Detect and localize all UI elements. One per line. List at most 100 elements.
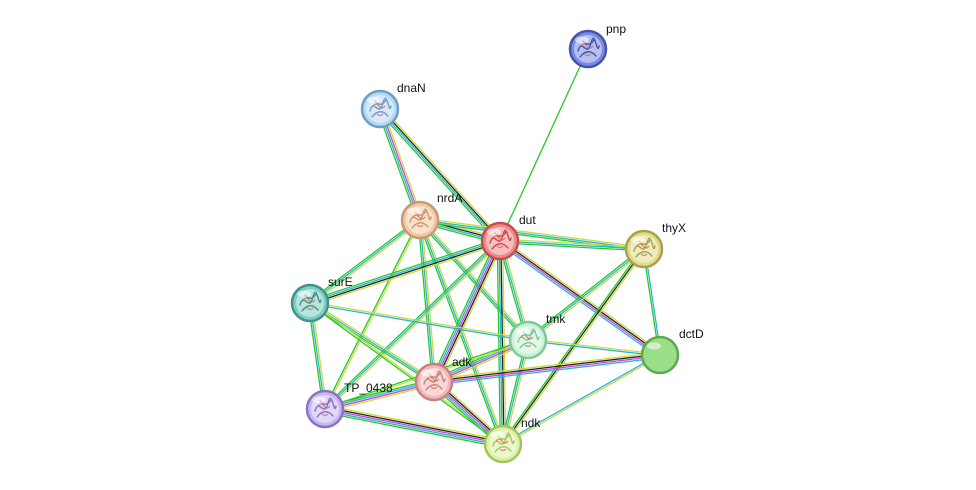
- node-label: nrdA: [437, 191, 462, 205]
- edge-line-neighborhood: [308, 237, 500, 302]
- node-dut[interactable]: dut: [480, 213, 536, 261]
- node-label: thyX: [662, 221, 686, 235]
- edge-line-neighborhood: [418, 220, 528, 342]
- protein-structure-detail-icon: [580, 43, 594, 57]
- node-label: adk: [452, 355, 472, 369]
- node-gloss: [575, 36, 589, 44]
- edge-line-neighborhood: [430, 239, 498, 381]
- edge-line-experiments: [433, 240, 501, 383]
- edge-line-textmining: [325, 404, 504, 442]
- protein-structure-detail-icon: [520, 334, 534, 348]
- edge-line-experiments: [499, 241, 660, 357]
- edge-line-coexpression: [435, 241, 503, 384]
- protein-structure-detail-icon: [492, 235, 506, 249]
- edge-dut-pnp[interactable]: [499, 48, 589, 242]
- node-label: tmk: [546, 312, 566, 326]
- edge-nrdA-surE[interactable]: [308, 218, 422, 305]
- node-surE[interactable]: surE: [290, 275, 353, 323]
- edge-line-textmining: [421, 219, 506, 444]
- node-ndk[interactable]: ndk: [483, 416, 541, 464]
- node-gloss: [631, 236, 645, 244]
- edge-dut-ndk[interactable]: [496, 240, 507, 445]
- edge-line-neighborhood: [323, 239, 500, 409]
- node-label: dctD: [679, 327, 704, 341]
- node-label: dut: [519, 213, 536, 227]
- edge-line-textmining: [528, 249, 646, 342]
- node-gloss: [515, 327, 529, 335]
- node-gloss: [487, 228, 501, 236]
- edge-TP_0438-ndk[interactable]: [324, 404, 504, 449]
- edge-line-textmining: [310, 301, 529, 340]
- node-gloss: [312, 396, 326, 404]
- edge-line-neighborhood: [309, 303, 503, 446]
- edge-nrdA-tmk[interactable]: [418, 218, 530, 342]
- edge-line-databases: [309, 219, 421, 304]
- edge-line-experiments: [380, 108, 422, 220]
- edge-line-databases: [527, 248, 645, 341]
- edge-line-textmining: [325, 241, 502, 411]
- edge-surE-tmk[interactable]: [309, 301, 529, 342]
- edge-nrdA-adk[interactable]: [417, 219, 437, 383]
- node-TP_0438[interactable]: TP_0438: [305, 381, 393, 429]
- node-gloss: [490, 431, 504, 439]
- edge-nrdA-thyX[interactable]: [419, 217, 645, 252]
- edge-surE-adk[interactable]: [308, 300, 436, 385]
- edge-dut-adk[interactable]: [430, 239, 504, 384]
- edge-dut-TP_0438[interactable]: [323, 239, 502, 411]
- node-adk[interactable]: adk: [414, 355, 472, 402]
- edge-line-neighborhood: [499, 242, 644, 252]
- protein-structure-detail-icon: [412, 214, 426, 228]
- node-pnp[interactable]: pnp: [568, 22, 626, 69]
- edge-line-databases: [434, 357, 661, 386]
- edge-dut-thyX[interactable]: [499, 238, 645, 252]
- edge-line-databases: [431, 239, 499, 382]
- node-label: dnaN: [397, 81, 426, 95]
- edge-line-neighborhood: [308, 218, 420, 303]
- node-gloss: [367, 96, 381, 104]
- edge-line-textmining: [310, 220, 422, 305]
- edge-line-databases: [378, 109, 420, 221]
- edge-line-coexpression: [500, 240, 505, 444]
- edge-line-databases: [309, 239, 500, 303]
- edge-line-databases: [419, 219, 645, 250]
- edge-line-textmining: [502, 240, 507, 444]
- edge-line-neighborhood: [376, 109, 419, 222]
- edge-line-databases: [499, 240, 645, 250]
- node-gloss: [647, 342, 661, 350]
- node-thyX[interactable]: thyX: [624, 221, 686, 269]
- edge-line-textmining: [310, 242, 502, 307]
- edge-line-textmining: [420, 218, 530, 340]
- edge-line-databases: [419, 219, 435, 383]
- edge-line-neighborhood: [324, 411, 503, 449]
- edge-dnaN-dut[interactable]: [377, 106, 503, 244]
- node-gloss: [407, 207, 421, 215]
- edge-dnaN-nrdA[interactable]: [376, 107, 424, 222]
- edge-line-databases: [527, 340, 660, 357]
- node-layer: pnp dnaN nrdA dut thyX surE tmk dctD adkTP_0438n…: [290, 22, 704, 464]
- node-tmk[interactable]: tmk: [508, 312, 566, 360]
- edge-thyX-tmk[interactable]: [526, 247, 646, 342]
- node-label: ndk: [521, 416, 541, 430]
- edge-line-neighborhood: [499, 48, 589, 242]
- edge-line-textmining: [420, 217, 645, 248]
- edge-line-databases: [419, 219, 529, 341]
- edge-line-neighborhood: [308, 303, 434, 385]
- edge-line-experiments: [324, 408, 504, 445]
- edge-dctD-ndk[interactable]: [502, 353, 661, 446]
- edge-tmk-dctD[interactable]: [527, 338, 661, 357]
- edge-adk-dctD[interactable]: [433, 351, 661, 386]
- edge-line-textmining: [381, 107, 424, 220]
- edge-line-experiments: [434, 355, 661, 384]
- edge-line-coexpression: [433, 353, 660, 382]
- node-gloss: [297, 290, 311, 298]
- edge-line-neighborhood: [377, 110, 499, 244]
- node-nrdA[interactable]: nrdA: [400, 191, 462, 240]
- edge-dut-surE[interactable]: [308, 237, 502, 307]
- edge-line-coexpression: [310, 241, 501, 305]
- node-dnaN[interactable]: dnaN: [360, 81, 426, 129]
- edge-line-textmining: [381, 106, 503, 240]
- node-dctD[interactable]: dctD: [640, 327, 704, 375]
- edge-line-neighborhood: [419, 221, 644, 252]
- node-gloss: [421, 369, 435, 377]
- edge-line-databases: [502, 353, 660, 444]
